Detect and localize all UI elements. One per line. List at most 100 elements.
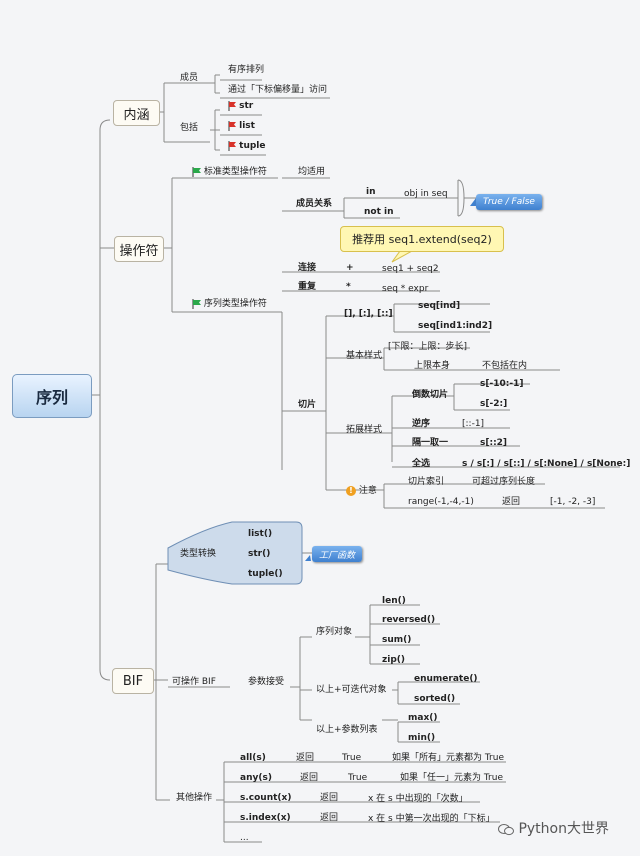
label-seq-ind12: seq[ind1:ind2] [418,321,493,331]
root-node: 序列 [12,374,92,418]
label-index-access: 通过「下标偏移量」访问 [228,85,328,95]
green-flag-icon [192,166,201,177]
node-neihan: 内涵 [113,100,160,126]
label-str-fn: str() [248,549,271,559]
note-label: 注意 [358,486,377,496]
label-other-ops: 其他操作 [176,793,213,803]
label-operable-bif: 可操作 BIF [172,677,216,687]
label-list-fn: list() [248,529,273,539]
warning-icon: ! [346,485,356,496]
label-neg2: s[-2:] [480,399,508,409]
tip-callout: 推荐用 seq1.extend(seq2) [340,226,504,252]
label-negative-slice: 倒数切片 [412,390,449,400]
label-any-returns: 返回 [300,773,319,783]
label-concat: 连接 [298,263,317,273]
label-reversed: reversed() [382,615,436,625]
label-repeat: 重复 [298,282,317,292]
label-max: max() [408,713,438,723]
label-in-expr: obj in seq [404,189,448,199]
label-neg1: s[-10:-1] [480,379,524,389]
standard-ops-label: 标准类型操作符 [203,167,267,177]
red-flag-icon [228,100,236,111]
node-caozuofu: 操作符 [114,236,164,262]
label-extended-style: 拓展样式 [346,425,383,435]
label-all-desc: 如果「所有」元素都为 True [392,753,504,763]
label-seq-ind: seq[ind] [418,301,461,311]
label-applies-all: 均适用 [298,167,326,177]
label-index-returns: 返回 [320,813,339,823]
label-in: in [366,187,376,197]
label-reverse-expr: [::-1] [462,419,485,429]
red-flag-icon [228,120,236,131]
label-membership: 成员关系 [296,199,333,209]
label-every-other-expr: s[::2] [480,438,508,448]
label-any-true: True [348,773,368,783]
label-type-conversion: 类型转换 [180,549,217,559]
node-bif: BIF [112,668,154,694]
label-len: len() [382,596,406,606]
label-reverse: 逆序 [412,419,431,429]
red-flag-icon [228,140,236,151]
label-brackets: [], [:], [::] [344,309,393,319]
label-slice: 切片 [298,400,317,410]
node-list: list [228,120,255,132]
label-all-returns: 返回 [296,753,315,763]
str-label: str [239,101,254,111]
watermark-text: Python大世界 [518,821,609,837]
label-count-desc: x 在 s 中出现的「次数」 [368,794,468,804]
label-select-all: 全选 [412,459,431,469]
label-accepts-params: 参数接受 [248,677,285,687]
label-count: s.count(x) [240,793,292,803]
label-basic-style: 基本样式 [346,351,383,361]
label-any-desc: 如果「任一」元素为 True [400,773,503,783]
label-sequence-object: 序列对象 [316,627,353,637]
label-repeat-expr: seq * expr [382,284,429,294]
label-concat-expr: seq1 + seq2 [382,264,439,274]
tuple-label: tuple [239,141,266,151]
label-members: 成员 [180,73,199,83]
factory-function-badge: 工厂函数 [312,546,362,562]
label-sorted: sorted() [414,694,456,704]
wechat-icon [498,823,514,835]
label-slice-index: 切片索引 [408,477,445,487]
label-plus: + [346,263,354,273]
label-star: * [346,282,351,292]
label-ordered: 有序排列 [228,65,265,75]
label-range-example: range(-1,-4,-1) [408,497,474,507]
node-tuple: tuple [228,140,265,152]
label-zip: zip() [382,655,405,665]
label-index-desc: x 在 s 中第一次出现的「下标」 [368,814,495,824]
label-any-s: any(s) [240,773,272,783]
label-all-true: True [342,753,362,763]
label-index: s.index(x) [240,813,291,823]
node-str: str [228,100,253,112]
label-upper: 上限本身 [414,361,451,371]
node-note: ! 注意 [346,485,377,497]
green-flag-icon [192,298,201,309]
label-exceed-length: 可超过序列长度 [472,477,536,487]
label-param-list: 以上+参数列表 [316,725,378,735]
label-enumerate: enumerate() [414,674,478,684]
label-select-all-expr: s / s[:] / s[::] / s[:None] / s[None:] [462,459,631,469]
node-standard-ops: 标准类型操作符 [192,166,267,178]
label-count-returns: 返回 [320,793,339,803]
label-not-included: 不包括在内 [482,361,528,371]
sequence-ops-label: 序列类型操作符 [203,299,267,309]
label-not-in: not in [364,207,394,217]
watermark: Python大世界 [498,818,609,838]
true-false-badge: True / False [476,194,542,210]
label-range-note: [下限：上限：步长] [388,342,468,352]
list-label: list [239,121,255,131]
label-ellipsis: ... [240,833,249,843]
label-all-s: all(s) [240,753,266,763]
node-sequence-ops: 序列类型操作符 [192,298,267,310]
label-include: 包括 [180,123,199,133]
label-tuple-fn: tuple() [248,569,283,579]
label-returns: 返回 [502,497,521,507]
label-every-other: 隔一取一 [412,438,449,448]
label-min: min() [408,733,436,743]
label-range-result: [-1, -2, -3] [550,497,596,507]
label-iterable: 以上+可迭代对象 [316,685,387,695]
label-sum: sum() [382,635,412,645]
